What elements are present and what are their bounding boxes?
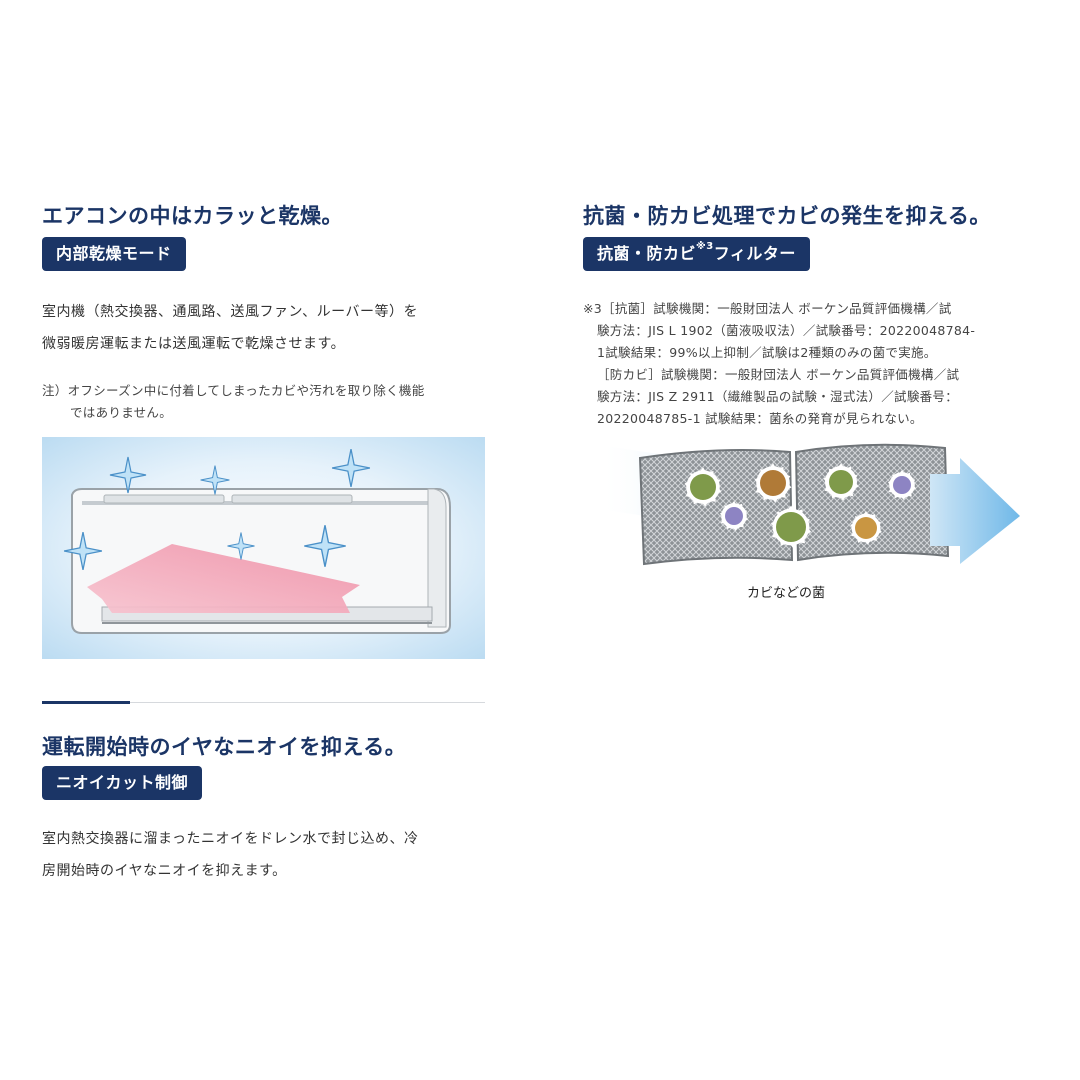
filter-caption: カビなどの菌 <box>747 586 826 601</box>
filter-footnote: ※3［抗菌］試験機関：一般財団法人 ボーケン品質評価機構／試 験方法：JIS L… <box>583 298 975 430</box>
odor-description-line: 房開始時のイヤなニオイを抑えます。 <box>42 863 287 879</box>
dry-note: 注）オフシーズン中に付着してしまったカビや汚れを取り除く機能 ではありません。 <box>42 380 425 424</box>
filter-footnote-line: ※3［抗菌］試験機関：一般財団法人 ボーケン品質評価機構／試 <box>583 301 952 316</box>
filter-heading: 抗菌・防カビ処理でカビの発生を抑える。 <box>583 204 991 228</box>
filter-footnote-line: 験方法：JIS L 1902（菌液吸収法）／試験番号：20220048784- <box>597 323 976 338</box>
filter-footnote-line: 1試験結果：99%以上抑制／試験は2種類のみの菌で実施。 <box>597 345 937 360</box>
dry-heading: エアコンの中はカラッと乾燥。 <box>42 204 343 228</box>
filter-illustration <box>600 438 1025 578</box>
odor-description-line: 室内熱交換器に溜まったニオイをドレン水で封じ込め、冷 <box>42 831 419 847</box>
dry-description-line: 微弱暖房運転または送風運転で乾燥させます。 <box>42 336 346 352</box>
dry-description-line: 室内機（熱交換器、通風路、送風ファン、ルーバー等）を <box>42 304 419 320</box>
filter-footnote-line: ［防カビ］試験機関：一般財団法人 ボーケン品質評価機構／試 <box>597 367 960 382</box>
filter-footnote-line: 20220048785-1 試験結果：菌糸の発育が見られない。 <box>597 411 923 426</box>
filter-footnote-line: 験方法：JIS Z 2911（繊維製品の試験・湿式法）／試験番号： <box>597 389 959 404</box>
filter-badge: 抗菌・防カビ※3フィルター <box>583 237 810 271</box>
dry-note-line: 注）オフシーズン中に付着してしまったカビや汚れを取り除く機能 <box>42 383 425 398</box>
odor-control-badge: ニオイカット制御 <box>42 766 203 800</box>
filter-badge-footnote-mark: ※3 <box>696 240 714 252</box>
aircon-drying-illustration <box>42 437 485 659</box>
odor-description: 室内熱交換器に溜まったニオイをドレン水で封じ込め、冷 房開始時のイヤなニオイを抑… <box>42 823 418 887</box>
dry-note-line: ではありません。 <box>70 405 173 420</box>
section-divider <box>42 702 485 703</box>
filter-badge-label-suffix: フィルター <box>713 244 796 263</box>
section-divider-accent <box>42 701 130 704</box>
filter-badge-label: 抗菌・防カビ <box>597 244 697 263</box>
odor-heading: 運転開始時のイヤなニオイを抑える。 <box>42 735 407 759</box>
dry-mode-badge: 内部乾燥モード <box>42 237 186 271</box>
dry-description: 室内機（熱交換器、通風路、送風ファン、ルーバー等）を 微弱暖房運転または送風運転… <box>42 296 418 360</box>
